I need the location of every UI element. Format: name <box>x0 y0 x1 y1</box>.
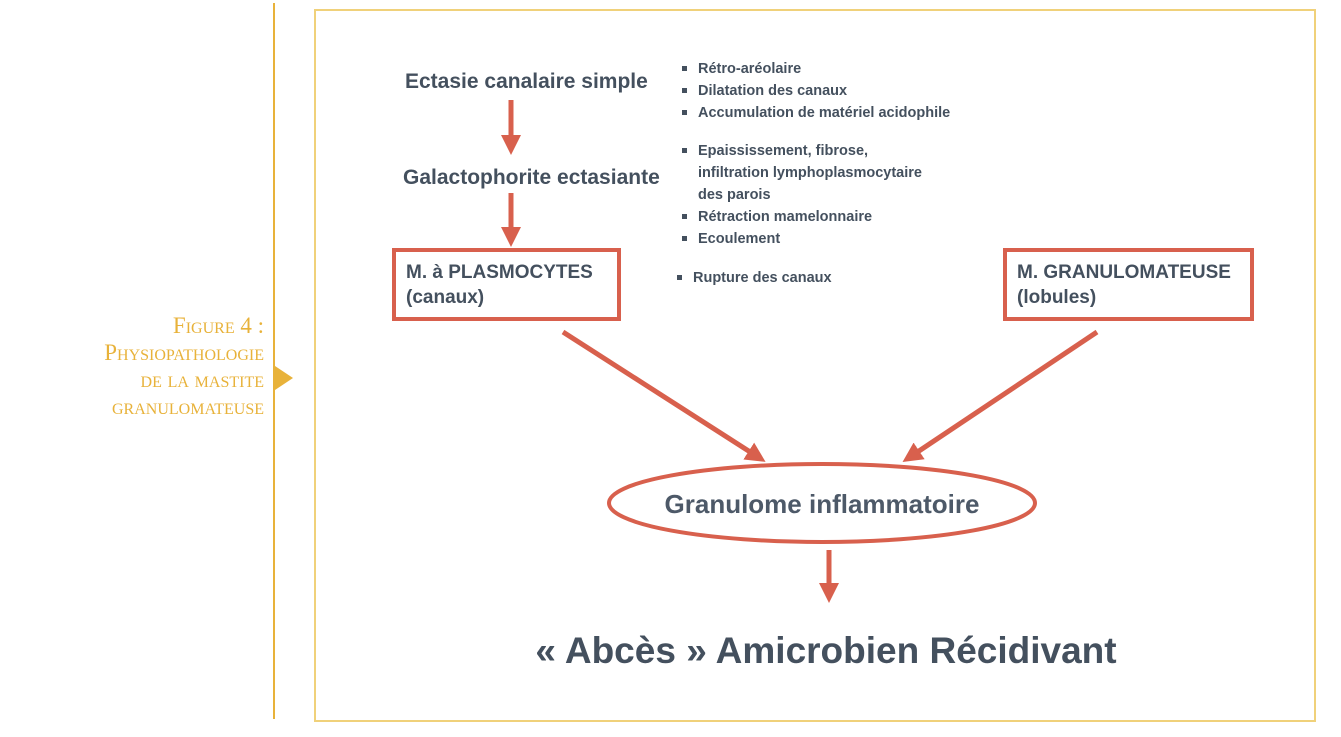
caption-line: Physiopathologie <box>104 340 264 365</box>
caption-line: granulomateuse <box>112 394 264 419</box>
caption-divider <box>273 3 275 719</box>
box-granulomateuse-subtitle: (lobules) <box>1017 287 1097 308</box>
bullets-ectasie: Rétro-aréolaire Dilatation des canaux Ac… <box>682 58 950 124</box>
box-plasmocytes: M. à PLASMOCYTES (canaux) <box>392 248 621 321</box>
box-plasmocytes-subtitle: (canaux) <box>406 287 485 308</box>
caption-pointer-icon <box>275 366 293 390</box>
arrow-granulomateuse-to-granulome <box>902 329 1099 463</box>
bullet-line: Epaississement, fibrose, <box>698 143 869 159</box>
bullet-line: infiltration lymphoplasmocytaire <box>698 165 922 181</box>
box-granulomateuse-title: M. GRANULOMATEUSE <box>1017 262 1231 283</box>
bullet-item: Rétro-aréolaire <box>682 58 950 80</box>
figure-caption: Figure 4 : Physiopathologie de la mastit… <box>104 312 264 420</box>
node-granulome: Granulome inflammatoire <box>664 488 980 519</box>
box-granulomateuse: M. GRANULOMATEUSE (lobules) <box>1003 248 1254 321</box>
caption-line: Figure 4 : <box>172 313 264 338</box>
bullet-item: Epaississement, fibrose, infiltration ly… <box>682 140 922 206</box>
arrow-plasmocytes-to-granulome <box>561 329 766 462</box>
node-abces: « Abcès » Amicrobien Récidivant <box>535 630 1117 671</box>
bullets-galactophorite: Epaississement, fibrose, infiltration ly… <box>682 140 922 250</box>
caption-line: de la mastite <box>140 367 264 392</box>
bullet-item: Dilatation des canaux <box>682 80 950 102</box>
node-galactophorite: Galactophorite ectasiante <box>403 166 660 189</box>
bullet-item: Accumulation de matériel acidophile <box>682 102 950 124</box>
bullet-item: Rétraction mamelonnaire <box>682 206 922 228</box>
bullet-line: des parois <box>698 187 771 203</box>
diagram-frame <box>314 9 1316 722</box>
bullet-item: Ecoulement <box>682 228 922 250</box>
node-ectasie: Ectasie canalaire simple <box>405 70 648 93</box>
box-plasmocytes-title: M. à PLASMOCYTES <box>406 262 593 283</box>
bullets-plasmocytes: Rupture des canaux <box>677 267 832 289</box>
bullet-item: Rupture des canaux <box>677 267 832 289</box>
granulome-ellipse <box>607 462 1037 544</box>
